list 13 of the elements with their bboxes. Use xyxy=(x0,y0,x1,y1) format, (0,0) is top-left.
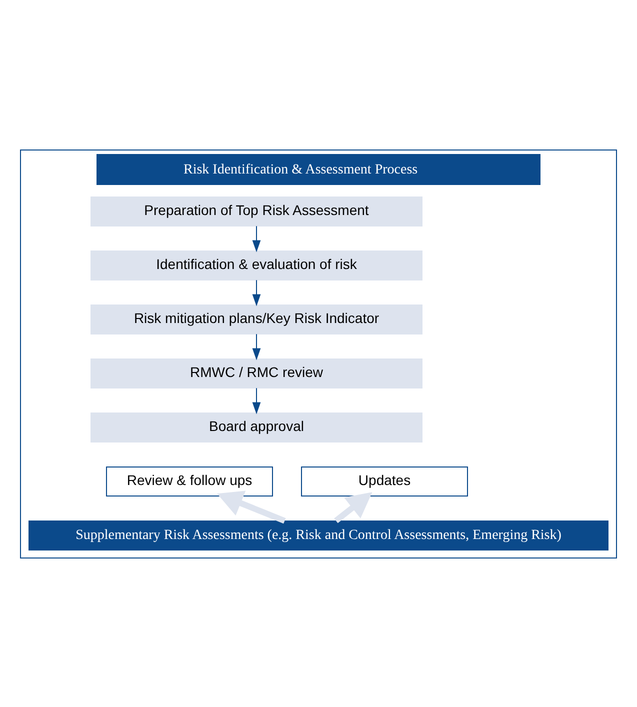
node-box: Supplementary Risk Assessments (e.g. Risk and Control Assessments, Emerging Risk) xyxy=(28,520,608,550)
node-box: Updates xyxy=(301,466,468,496)
node-box: Board approval xyxy=(90,412,422,442)
arrow xyxy=(252,279,261,306)
arrow xyxy=(334,492,372,523)
arrow xyxy=(252,333,261,360)
arrow xyxy=(252,387,261,414)
node-box: Risk mitigation plans/Key Risk Indicator xyxy=(90,304,422,334)
arrow xyxy=(252,225,261,252)
node-box: Preparation of Top Risk Assessment xyxy=(90,196,422,226)
node-box: Review & follow ups xyxy=(106,466,273,496)
node-box: Identification & evaluation of risk xyxy=(90,250,422,280)
node-box: RMWC / RMC review xyxy=(90,358,422,388)
